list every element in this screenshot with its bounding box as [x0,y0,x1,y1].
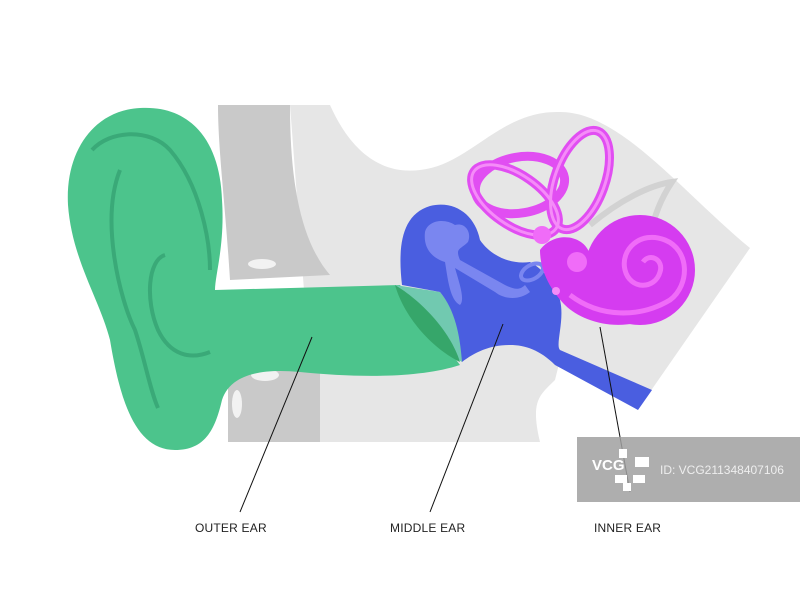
watermark-id: ID: VCG211348407106 [660,463,784,477]
pinna-fold [90,132,212,271]
watermark: VCG ID: VCG211348407106 [577,437,800,502]
ossicles [424,220,530,305]
outer-ear-pinna [67,107,460,450]
skull-column [218,105,330,442]
semicircular-canals-inner [470,128,611,237]
middle-ear-label: MIDDLE EAR [390,521,466,535]
vestibule [540,237,640,325]
ampulla [533,226,551,244]
watermark-logo: VCG [592,457,625,474]
ampulla [567,252,587,272]
round-window [552,287,560,295]
middle-ear [400,204,652,410]
middle-ear-leader-line [429,323,504,513]
outer-ear-leader-line [239,336,313,513]
pinna-fold [147,253,211,358]
bone-highlight [248,259,276,269]
bone-highlight [232,390,242,418]
cochlea-spiral [568,234,687,316]
eardrum-inner [395,285,460,362]
bone-groove [588,178,679,236]
pinna-fold [109,169,160,409]
watermark-flower-icon [615,449,649,491]
outer-ear-label: OUTER EAR [195,521,267,535]
inner-ear-label: INNER EAR [594,521,662,535]
